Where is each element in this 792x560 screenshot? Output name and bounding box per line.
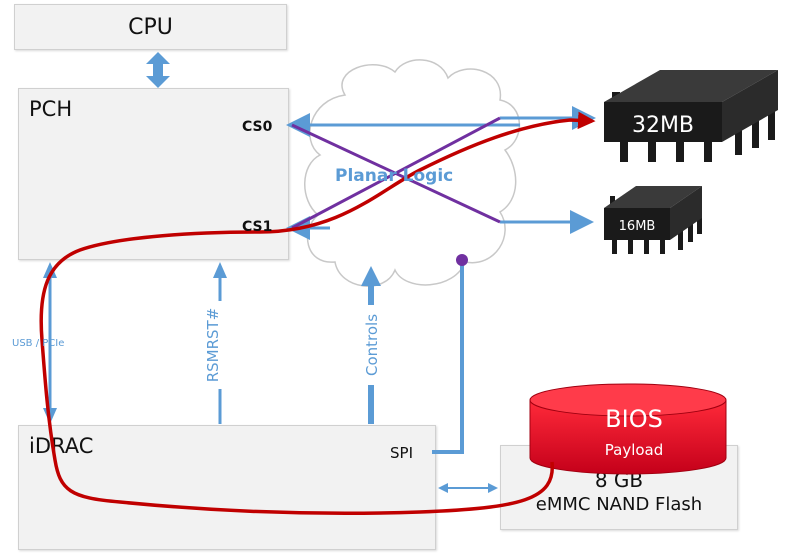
cpu-label: CPU <box>128 15 173 40</box>
idrac-emmc-link <box>438 483 498 493</box>
flash-16mb-label: 16MB <box>619 219 656 234</box>
rsmrst-label: RSMRST# <box>204 308 222 383</box>
bios-title: BIOS <box>605 405 663 433</box>
spi-link <box>432 254 468 454</box>
planar-logic-label: Planar Logic <box>335 166 453 186</box>
cpu-pch-link <box>146 52 170 88</box>
cs0-label: CS0 <box>242 119 273 135</box>
spi-label: SPI <box>390 444 413 462</box>
bios-payload-cylinder <box>529 383 727 475</box>
idrac-box: iDRAC <box>18 425 436 550</box>
planar-crossover <box>291 116 501 230</box>
emmc-label: eMMC NAND Flash <box>535 494 703 515</box>
flash-32mb-label: 32MB <box>632 113 694 138</box>
usb-pcie-label: USB / PCIe <box>12 338 64 349</box>
idrac-label: iDRAC <box>29 434 94 458</box>
flash-32mb-chip <box>604 70 778 162</box>
controls-label: Controls <box>363 314 381 376</box>
cs1-label: CS1 <box>242 219 272 235</box>
flash-16mb-chip <box>604 186 702 254</box>
cpu-box: CPU <box>14 4 287 50</box>
pch-label: PCH <box>29 97 73 121</box>
bios-update-path <box>39 111 596 516</box>
bios-subtitle: Payload <box>605 441 664 459</box>
